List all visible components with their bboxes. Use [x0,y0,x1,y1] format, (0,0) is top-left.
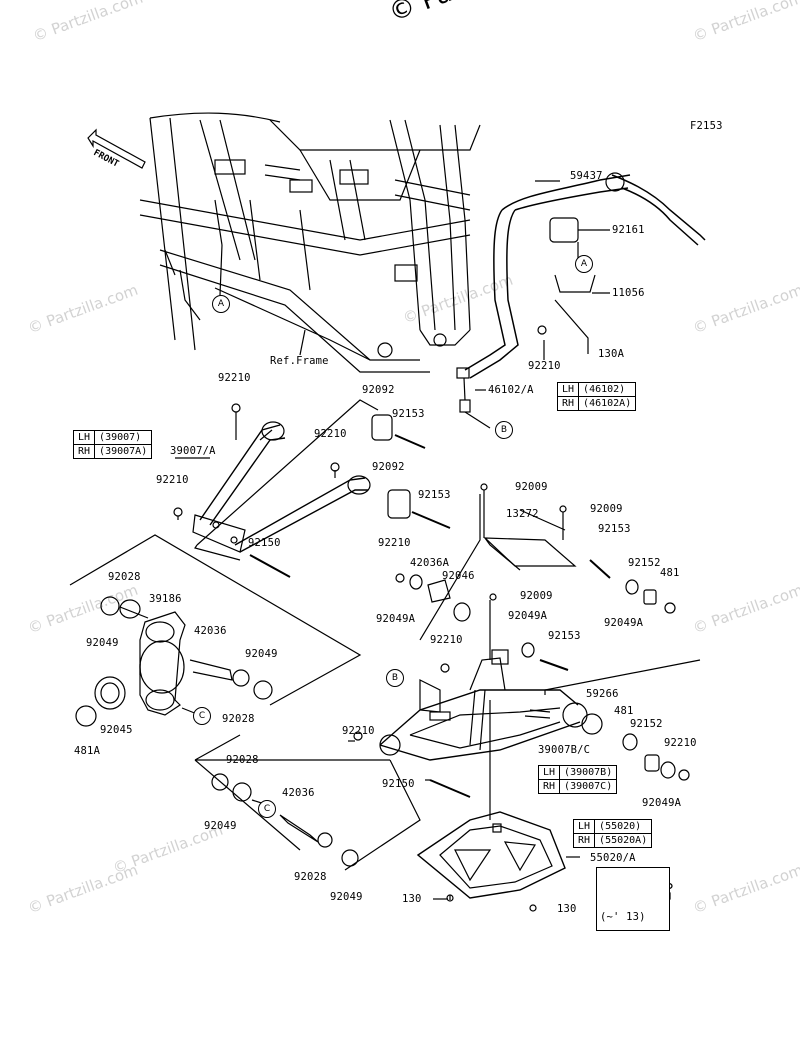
part-label: 39007/A [170,445,216,457]
lr-table-39007: LH(39007) RH(39007A) [72,430,153,459]
part-label: 42036A [410,557,450,569]
ref-frame-label: Ref.Frame [270,355,329,367]
rh-part: (46102A) [578,396,637,411]
lh-tag: LH [537,765,561,780]
part-label: 92153 [418,489,451,501]
part-label: 130A [598,348,625,360]
callout-c-knuckle: C [193,707,211,725]
part-label: 92210 [218,372,251,384]
part-label: 481A [74,745,101,757]
part-label: 92153 [598,523,631,535]
part-label: 92210 [528,360,561,372]
part-label: 92210 [342,725,375,737]
part-label: 481 [660,567,680,579]
part-label: 92049 [86,637,119,649]
part-label: 46102/A [488,384,534,396]
part-label: 92153 [548,630,581,642]
knuckle-drawing [75,596,273,727]
lr-table-39007bc: LH(39007B) RH(39007C) [537,765,618,794]
part-label: 92028 [294,871,327,883]
callout-b-link: B [495,421,513,439]
lh-tag: LH [572,819,596,834]
part-label: 92210 [314,428,347,440]
part-label: 92210 [156,474,189,486]
part-label: 92028 [108,571,141,583]
part-label: 92049A [376,613,416,625]
lh-part: (46102) [578,382,637,397]
part-label: 55020/A [590,852,636,864]
part-label: 92150 [248,537,281,549]
part-label: 92049A [604,617,644,629]
part-label: 92009 [515,481,548,493]
figure-code: F2153 [690,120,723,132]
note-date: (~' 13) [600,911,646,923]
part-label: 39007B/C [538,744,591,756]
frame-drawing [139,112,481,373]
part-label: 92028 [222,713,255,725]
part-label: 59266 [586,688,619,700]
part-label: 39186 [149,593,182,605]
part-label: 92049 [245,648,278,660]
stabilizer-bar-drawing [456,172,706,413]
part-label: 92161 [612,224,645,236]
part-label: 92152 [630,718,663,730]
part-label: 92028 [226,754,259,766]
part-label: 92049A [508,610,548,622]
part-label: 92009 [590,503,623,515]
callout-a-bar: A [575,255,593,273]
lr-table-55020: LH(55020) RH(55020A) [572,819,653,848]
skid-plate-drawing [416,700,566,912]
part-label: 92150 [382,778,415,790]
callout-a-frame: A [212,295,230,313]
rh-tag: RH [572,833,596,848]
part-label: 92009 [520,590,553,602]
part-label: 130 [557,903,577,915]
part-label: 92210 [378,537,411,549]
rh-tag: RH [556,396,580,411]
part-label: 92153 [392,408,425,420]
lh-part: (39007) [94,430,153,445]
lh-part: (55020) [594,819,653,834]
part-label: 92092 [362,384,395,396]
part-label: 42036 [282,787,315,799]
rh-part: (39007A) [94,444,153,459]
part-label: 59437 [570,170,603,182]
part-label: 42036 [194,625,227,637]
part-label: 92046 [442,570,475,582]
pins-drawing [194,734,421,871]
rh-tag: RH [72,444,96,459]
part-label: 13272 [506,508,539,520]
lh-tag: LH [556,382,580,397]
part-label: 92045 [100,724,133,736]
bushings-drawing [395,559,676,671]
fastener-note-box [596,867,670,931]
part-label: 92210 [664,737,697,749]
part-label: 92210 [430,634,463,646]
lr-table-46102: LH(46102) RH(46102A) [556,382,637,411]
part-label: 92092 [372,461,405,473]
lh-part: (39007B) [559,765,618,780]
rh-part: (55020A) [594,833,653,848]
upper-a-arm-drawing [173,403,451,578]
callout-c-pin: C [258,800,276,818]
part-label: 130 [402,893,422,905]
heat-guard-drawing [480,483,577,571]
part-label: 481 [614,705,634,717]
part-label: 11056 [612,287,645,299]
part-label: 92049A [642,797,682,809]
callout-b-arm: B [386,669,404,687]
part-label: 92152 [628,557,661,569]
rh-tag: RH [537,779,561,794]
part-label: 92049 [330,891,363,903]
part-label: 92049 [204,820,237,832]
rh-part: (39007C) [559,779,618,794]
lh-tag: LH [72,430,96,445]
